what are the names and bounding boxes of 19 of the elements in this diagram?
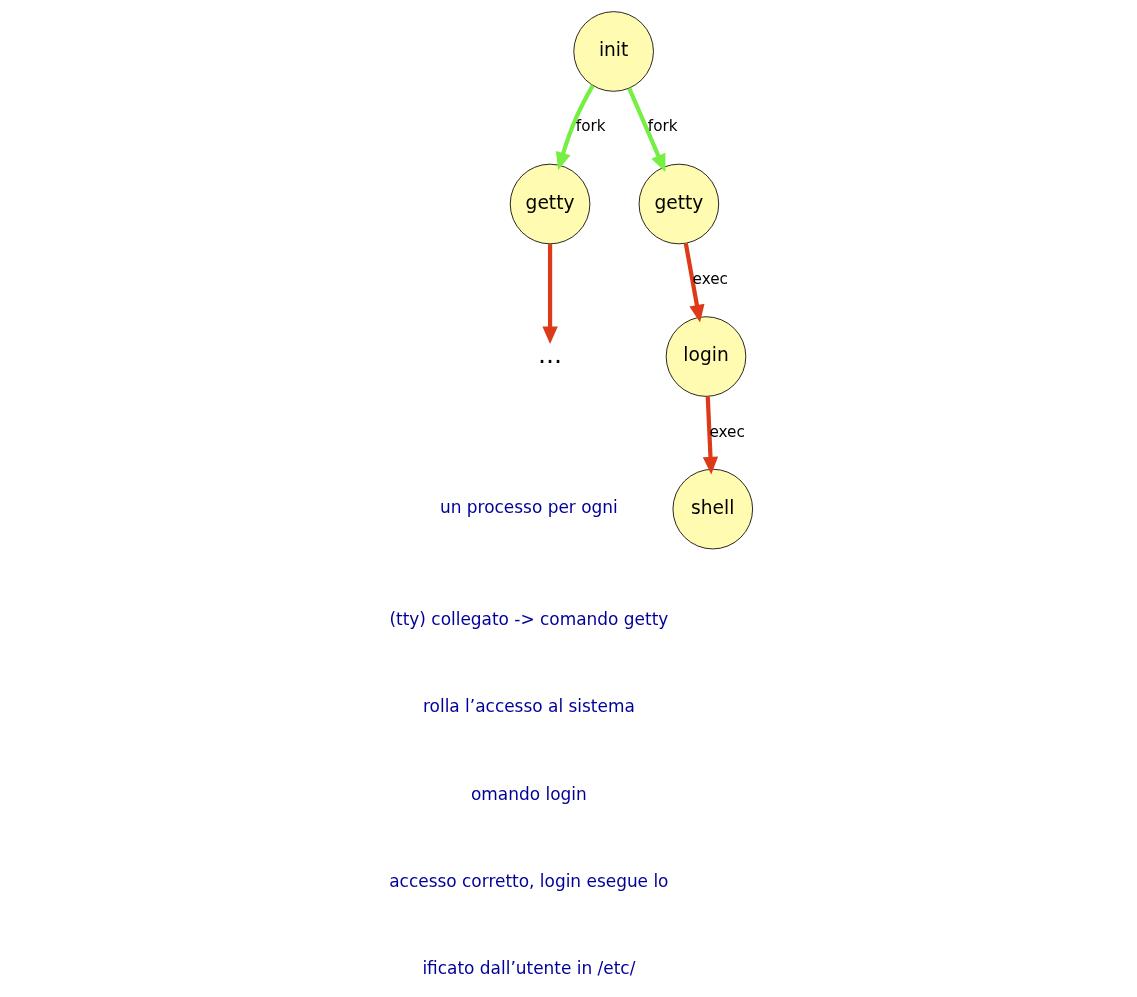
arrow [627,87,666,172]
node-circle: getty [638,163,720,245]
label: omando login [471,783,587,804]
arrow [555,84,595,170]
node-text: ... [537,338,563,369]
label: ificato dall’utente in /etc/ [422,958,636,979]
arrow [702,396,719,475]
label: rolla l’accesso al sistema [422,696,635,717]
node-circle: login [665,316,747,397]
edge-label: fork [575,117,606,136]
label: accesso corretto, login esegue lo [389,871,669,892]
arrow [683,242,705,323]
node-circle: init [573,11,654,92]
arrow [542,244,558,345]
label: un processo per ogni [440,497,618,518]
edge-label: fork [647,117,678,136]
label: (tty) collegato -> comando getty [389,609,669,630]
node-circle: shell [672,468,754,550]
node-circle: getty [509,163,591,245]
